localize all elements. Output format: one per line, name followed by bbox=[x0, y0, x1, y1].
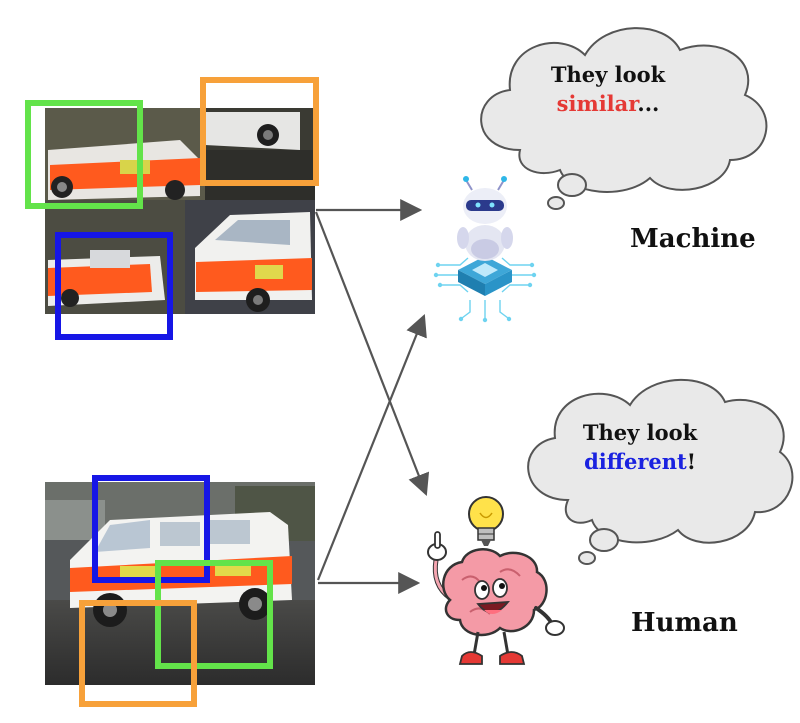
top-photo-collage bbox=[45, 108, 315, 314]
arrows bbox=[314, 199, 430, 594]
machine-label: Machine bbox=[630, 224, 756, 254]
svg-text:similar...: similar... bbox=[557, 91, 660, 116]
machine-thought-line1: They look bbox=[551, 62, 666, 87]
human-label: Human bbox=[631, 608, 738, 638]
human-thought-cloud: They look different! bbox=[527, 378, 794, 565]
machine-thought-cloud: They look similar... bbox=[480, 27, 768, 210]
human-thought-suffix: ! bbox=[687, 449, 696, 474]
orange-bounding-box-top bbox=[200, 77, 319, 186]
van-photo-fragment-3 bbox=[45, 200, 185, 314]
green-bounding-box-bottom bbox=[155, 560, 273, 669]
blue-bounding-box-bottom bbox=[92, 475, 210, 583]
van-photo-fragment-4 bbox=[185, 200, 315, 314]
van-photo-fragment-1 bbox=[45, 108, 205, 200]
svg-text:They look: They look bbox=[583, 420, 698, 445]
machine-thought-keyword: similar bbox=[557, 91, 641, 116]
human-thought-line1: They look bbox=[583, 420, 698, 445]
lightbulb-icon bbox=[468, 496, 504, 546]
cartoon-brain-with-lightbulb-icon bbox=[427, 496, 565, 665]
robot-on-chip-icon bbox=[433, 176, 537, 323]
orange-bounding-box-bottom bbox=[79, 600, 197, 707]
bottom-van-photo bbox=[45, 482, 315, 685]
human-thought-keyword: different bbox=[584, 449, 687, 474]
arrow-top-to-human bbox=[314, 211, 430, 497]
green-bounding-box-top bbox=[25, 100, 143, 209]
svg-text:different!: different! bbox=[584, 449, 696, 474]
arrow-bottom-to-machine bbox=[316, 313, 427, 581]
blue-bounding-box-top bbox=[55, 232, 173, 340]
svg-text:They look: They look bbox=[551, 62, 666, 87]
van-photo-fragment-2 bbox=[205, 108, 315, 200]
machine-thought-suffix: ... bbox=[637, 91, 659, 116]
